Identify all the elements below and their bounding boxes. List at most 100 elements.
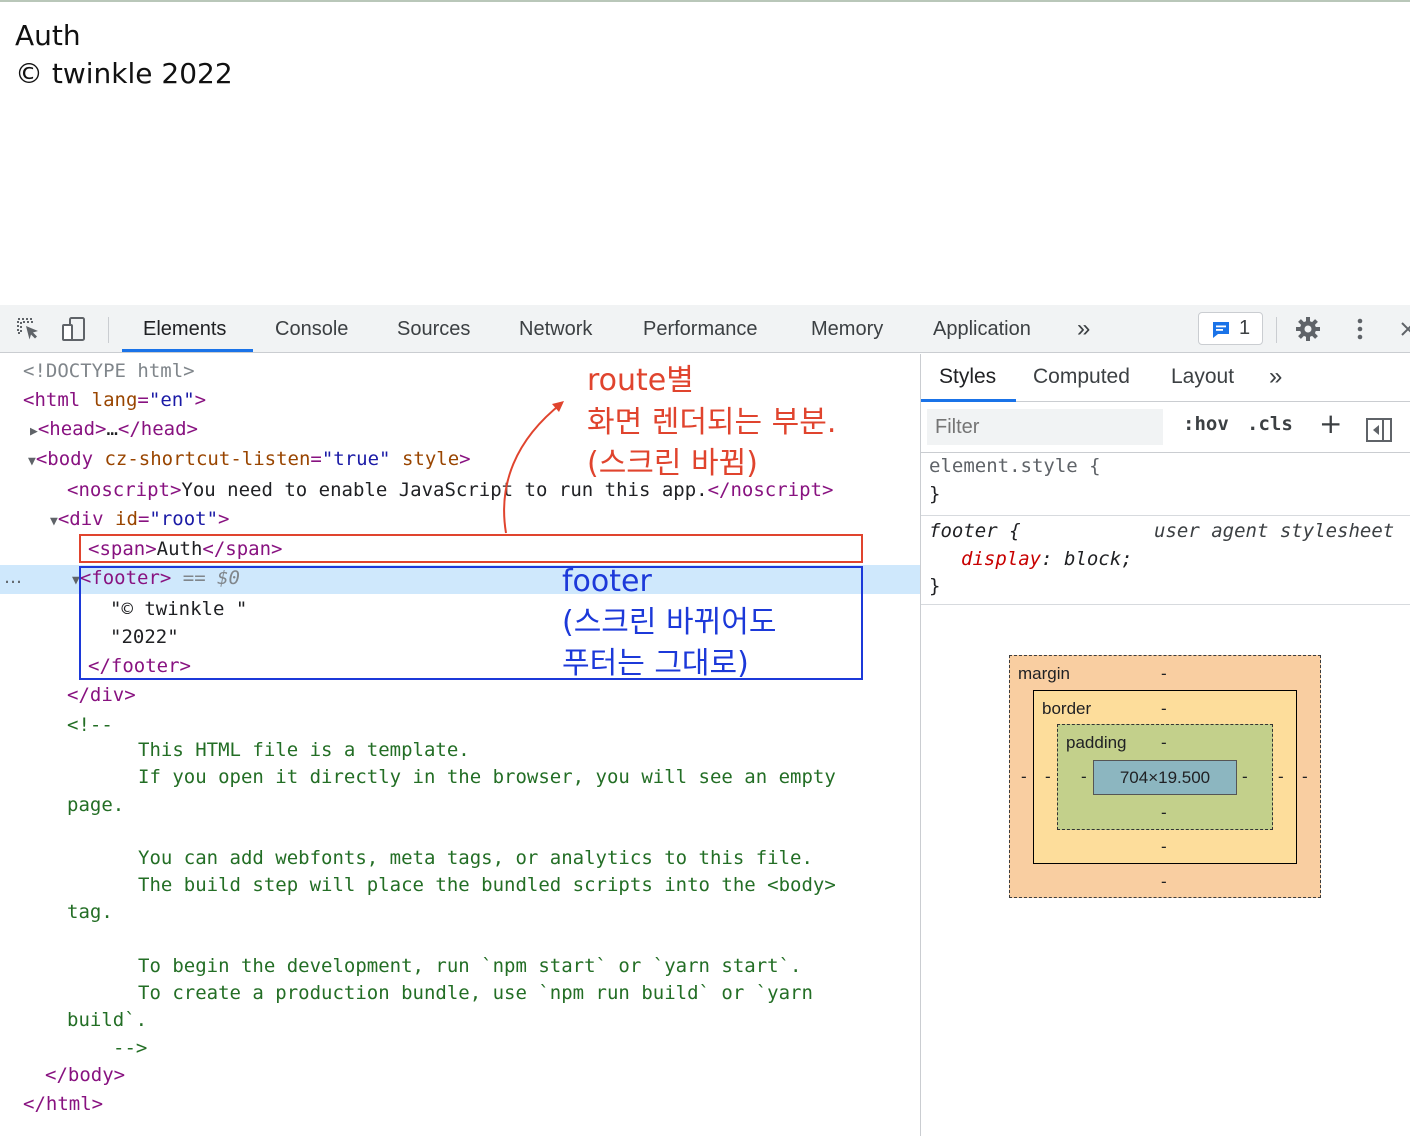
body-close-node[interactable]: </body> <box>45 1064 126 1086</box>
toolbar-separator <box>1276 317 1277 343</box>
footer-node[interactable]: ▼<footer> == $0 <box>72 567 240 589</box>
tab-memory[interactable]: Memory <box>811 318 884 340</box>
padding-label: padding <box>1066 733 1127 752</box>
annotation-red-line-1: route별 <box>587 363 694 398</box>
more-tabs-icon[interactable]: » <box>1077 315 1091 342</box>
tab-layout[interactable]: Layout <box>1171 365 1235 388</box>
collapse-triangle-icon[interactable]: ▼ <box>72 573 80 588</box>
annotation-red-line-3: (스크린 바뀜) <box>587 446 758 481</box>
comment-open[interactable]: <!-- <box>67 714 113 736</box>
div-root-node[interactable]: ▼<div id="root"> <box>50 508 230 530</box>
filter-input[interactable] <box>927 409 1163 445</box>
noscript-node[interactable]: <noscript>You need to enable JavaScript … <box>67 479 834 501</box>
hov-button[interactable]: :hov <box>1183 413 1229 435</box>
panel-divider[interactable] <box>920 354 921 1136</box>
comment-line: build`. <box>67 1009 148 1031</box>
html-close-node[interactable]: </html> <box>23 1093 104 1115</box>
collapse-triangle-icon[interactable]: ▼ <box>50 514 58 529</box>
margin-right-value[interactable]: - <box>1302 767 1308 786</box>
styles-tabs: Styles Computed Layout » <box>921 354 1410 402</box>
footer-rule-selector[interactable]: footer { <box>929 520 1021 542</box>
issues-count: 1 <box>1239 317 1251 339</box>
tab-application[interactable]: Application <box>933 318 1031 340</box>
tab-console[interactable]: Console <box>275 318 349 340</box>
display-property[interactable]: display: block; <box>961 548 1133 570</box>
node-actions-icon[interactable]: … <box>4 567 22 588</box>
new-style-rule-button[interactable]: + <box>1319 407 1343 440</box>
active-tab-indicator <box>921 399 1016 402</box>
page-auth-text: Auth <box>15 19 81 52</box>
rule-separator <box>921 604 1410 605</box>
toggle-sidebar-icon[interactable] <box>1365 417 1393 443</box>
padding-top-value[interactable]: - <box>1161 733 1167 752</box>
comment-line: page. <box>67 794 125 816</box>
devtools-toolbar: Elements Console Sources Network Perform… <box>0 305 1410 353</box>
collapse-triangle-icon[interactable]: ▼ <box>28 454 36 469</box>
annotation-red-box <box>79 534 863 563</box>
toolbar-separator <box>108 317 109 343</box>
footer-text-node-2[interactable]: "2022" <box>110 626 179 648</box>
cls-button[interactable]: .cls <box>1247 413 1293 435</box>
padding-bottom-value[interactable]: - <box>1161 803 1167 822</box>
expand-triangle-icon[interactable]: ▶ <box>30 424 38 439</box>
comment-line: To create a production bundle, use `npm … <box>138 982 813 1004</box>
inspect-element-icon[interactable] <box>14 315 42 343</box>
annotation-red-line-2: 화면 렌더되는 부분. <box>587 405 837 440</box>
border-label: border <box>1042 699 1092 718</box>
footer-rule-close: } <box>929 575 941 597</box>
body-node[interactable]: ▼<body cz-shortcut-listen="true" style> <box>28 448 471 470</box>
gear-icon[interactable] <box>1294 315 1322 343</box>
page-footer-text: © twinkle 2022 <box>15 57 233 90</box>
padding-left-value[interactable]: - <box>1081 767 1087 786</box>
annotation-arrow-icon <box>503 401 564 534</box>
comment-line: The build step will place the bundled sc… <box>138 874 836 896</box>
comment-line: To begin the development, run `npm start… <box>138 955 802 977</box>
border-bottom-value[interactable]: - <box>1161 837 1167 856</box>
tab-network[interactable]: Network <box>519 318 593 340</box>
issues-badge[interactable]: 1 <box>1198 312 1263 345</box>
tab-computed[interactable]: Computed <box>1033 365 1130 388</box>
box-model-content[interactable]: 704×19.500 <box>1093 760 1237 795</box>
tab-elements[interactable]: Elements <box>143 318 227 340</box>
comment-line: tag. <box>67 901 113 923</box>
user-agent-stylesheet-label: user agent stylesheet <box>1154 520 1395 542</box>
annotation-blue-line-1: footer <box>562 564 652 599</box>
comment-line: If you open it directly in the browser, … <box>138 766 836 788</box>
page-top-border <box>0 0 1410 2</box>
span-node[interactable]: <span>Auth</span> <box>88 538 283 560</box>
tab-styles[interactable]: Styles <box>939 365 997 388</box>
selected-node-highlight <box>0 565 920 594</box>
head-node[interactable]: ▶<head>…</head> <box>30 418 198 440</box>
close-icon[interactable] <box>1396 315 1410 343</box>
more-tabs-icon[interactable]: » <box>1269 363 1283 390</box>
element-style-rule[interactable]: element.style { <box>929 455 1101 477</box>
border-left-value[interactable]: - <box>1045 767 1051 786</box>
comment-line: This HTML file is a template. <box>138 739 470 761</box>
margin-top-value[interactable]: - <box>1161 664 1167 683</box>
more-options-icon[interactable] <box>1346 315 1374 343</box>
comment-line: You can add webfonts, meta tags, or anal… <box>138 847 813 869</box>
padding-right-value[interactable]: - <box>1242 767 1248 786</box>
html-node[interactable]: <html lang="en"> <box>23 389 207 411</box>
rule-separator <box>921 515 1410 516</box>
device-toolbar-icon[interactable] <box>60 315 88 343</box>
footer-text-node-1[interactable]: "© twinkle " <box>110 598 248 620</box>
annotation-blue-line-2: (스크린 바뀌어도 <box>562 605 777 640</box>
border-right-value[interactable]: - <box>1278 767 1284 786</box>
doctype-node[interactable]: <!DOCTYPE html> <box>23 360 195 382</box>
comment-close: --> <box>113 1037 148 1059</box>
margin-left-value[interactable]: - <box>1021 767 1027 786</box>
tab-performance[interactable]: Performance <box>643 318 758 340</box>
margin-label: margin <box>1018 664 1070 683</box>
margin-bottom-value[interactable]: - <box>1161 872 1167 891</box>
footer-close-node[interactable]: </footer> <box>88 655 191 677</box>
message-icon <box>1213 322 1229 338</box>
element-style-close: } <box>929 483 941 505</box>
tab-sources[interactable]: Sources <box>397 318 471 340</box>
annotation-blue-box <box>79 566 863 680</box>
filter-row: :hov .cls + <box>921 403 1410 453</box>
annotation-blue-line-3: 푸터는 그대로) <box>562 646 749 681</box>
border-top-value[interactable]: - <box>1161 699 1167 718</box>
page-viewport: Auth © twinkle 2022 <box>0 2 1410 305</box>
div-close-node[interactable]: </div> <box>67 684 136 706</box>
